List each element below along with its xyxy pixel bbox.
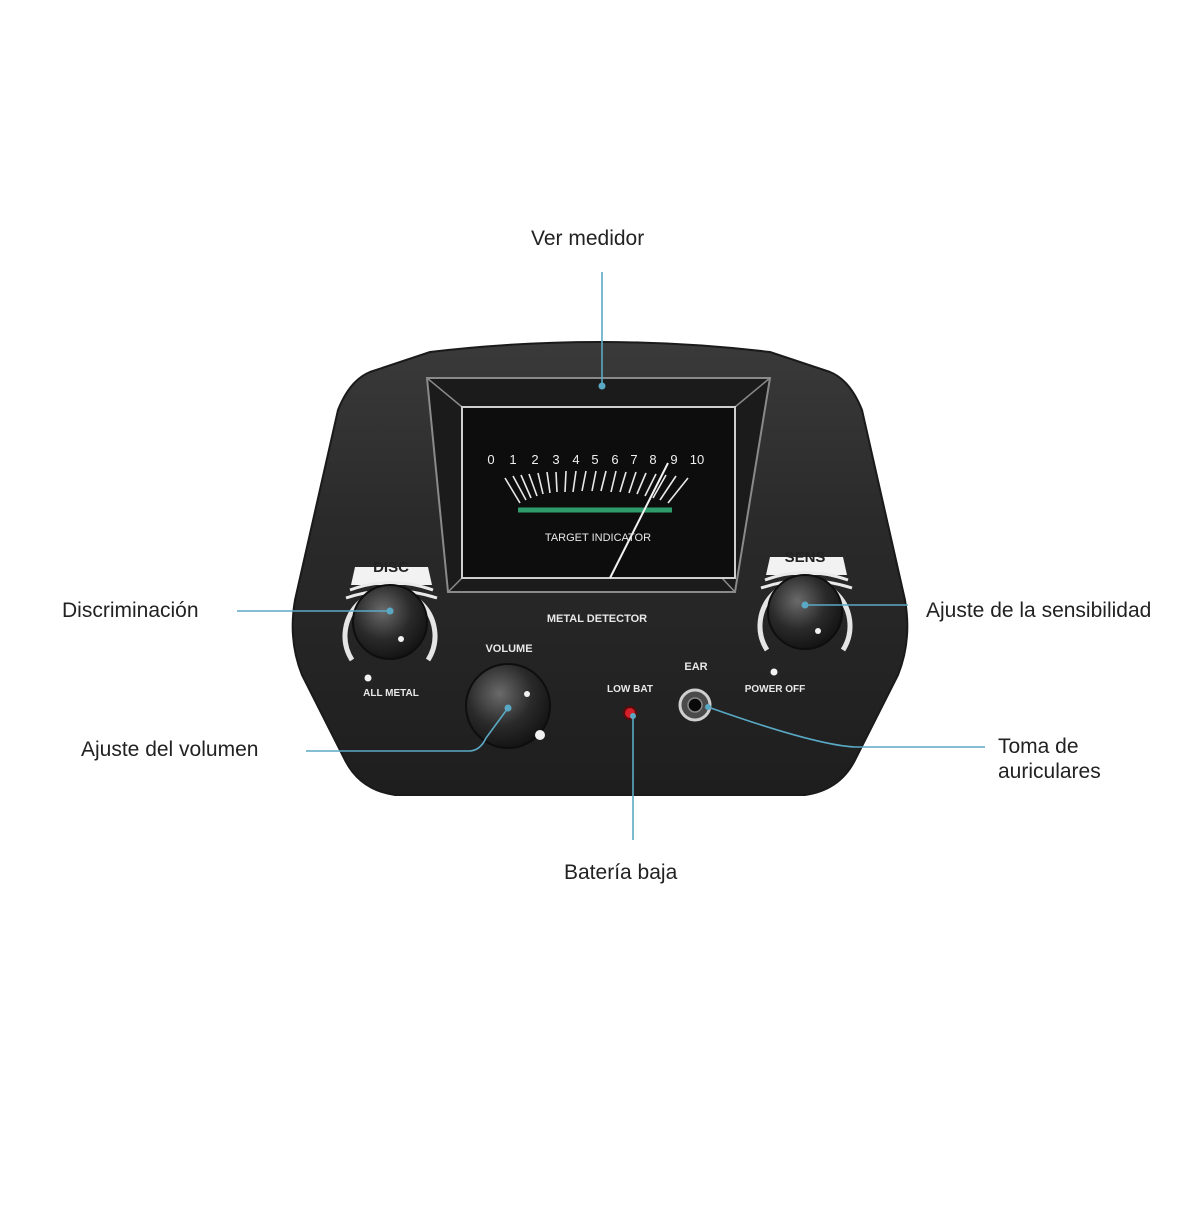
scale-number: 10	[690, 452, 704, 467]
callout-low-battery: Batería baja	[564, 861, 678, 884]
callout-headphones-line1: Toma de	[998, 735, 1079, 758]
meter-needle	[609, 462, 669, 579]
scale-number: 4	[572, 452, 579, 467]
callout-meter: Ver medidor	[531, 227, 645, 250]
callout-sensitivity: Ajuste de la sensibilidad	[926, 599, 1152, 622]
disc-knob-group	[342, 567, 438, 682]
sens-knob-group	[757, 557, 853, 676]
disc-badge	[351, 567, 432, 585]
scale-number: 8	[649, 452, 656, 467]
low-bat-label: LOW BAT	[607, 684, 653, 695]
brand-label: METAL DETECTOR	[547, 613, 647, 625]
callout-discrimination: Discriminación	[62, 599, 199, 622]
scale-number: 5	[591, 452, 598, 467]
meter-tick-marks	[504, 470, 689, 504]
scale-number: 7	[630, 452, 637, 467]
scale-number: 0	[487, 452, 494, 467]
disc-label: DISC	[373, 559, 409, 576]
meter-scale: 0 1 2 3 4 5 6 7 8 9 10	[487, 452, 704, 467]
scale-number: 9	[670, 452, 677, 467]
disc-knob[interactable]	[352, 584, 428, 660]
sens-badge	[766, 557, 847, 575]
callout-headphones-line2: auriculares	[998, 760, 1101, 783]
volume-label: VOLUME	[485, 643, 532, 655]
leader-headphones	[707, 706, 985, 748]
leader-volume	[306, 707, 509, 752]
all-metal-label: ALL METAL	[363, 688, 419, 699]
sens-knob[interactable]	[767, 574, 843, 650]
scale-number: 6	[611, 452, 618, 467]
meter-title: TARGET INDICATOR	[545, 532, 651, 544]
leader-lines	[237, 272, 985, 840]
leader-dots	[386, 382, 809, 719]
power-off-label: POWER OFF	[745, 684, 806, 695]
sens-label: SENS	[785, 549, 826, 566]
meter-face	[461, 406, 736, 579]
scale-number: 3	[552, 452, 559, 467]
scale-number: 1	[509, 452, 516, 467]
callout-volume: Ajuste del volumen	[81, 738, 259, 761]
callout-headphones: Toma de auriculares	[998, 734, 1148, 784]
scale-number: 2	[531, 452, 538, 467]
ear-label: EAR	[684, 661, 707, 673]
